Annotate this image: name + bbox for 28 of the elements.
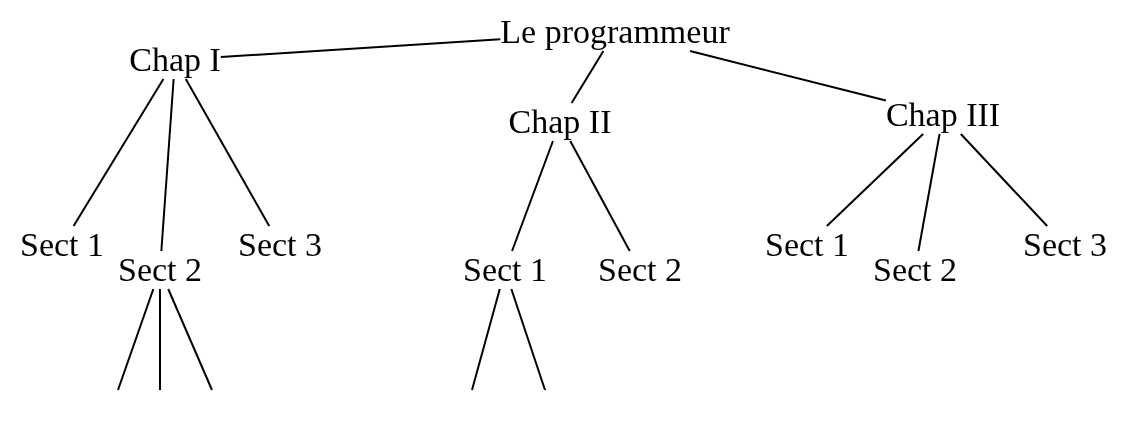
connector-line: [471, 288, 501, 391]
node-label: Sect 2: [873, 251, 957, 289]
node-label: Sect 1: [765, 226, 849, 264]
node-label: Chap II: [508, 103, 612, 141]
connector-line: [167, 288, 213, 391]
connector-line: [570, 50, 605, 104]
node-label: Sect 2: [598, 251, 682, 289]
connector-line: [219, 38, 502, 59]
connector-line: [825, 133, 925, 227]
connector-line: [569, 140, 631, 252]
connector-line: [117, 288, 155, 391]
connector-line: [72, 78, 165, 227]
connector-line: [184, 78, 271, 227]
connector-line: [511, 140, 554, 252]
node-label: Sect 1: [463, 251, 547, 289]
connector-line: [917, 133, 941, 252]
node-label: Le programmeur: [500, 13, 730, 51]
connector-line: [510, 288, 546, 391]
node-label: Chap III: [885, 96, 1001, 134]
connector-line: [689, 50, 887, 102]
node-label: Chap I: [129, 41, 221, 79]
node-label: Sect 2: [118, 251, 202, 289]
connector-line: [159, 288, 161, 391]
node-label: Sect 1: [20, 226, 104, 264]
node-label: Sect 3: [238, 226, 322, 264]
connector-line: [959, 133, 1049, 227]
node-label: Sect 3: [1023, 226, 1107, 264]
connector-line: [160, 78, 175, 252]
